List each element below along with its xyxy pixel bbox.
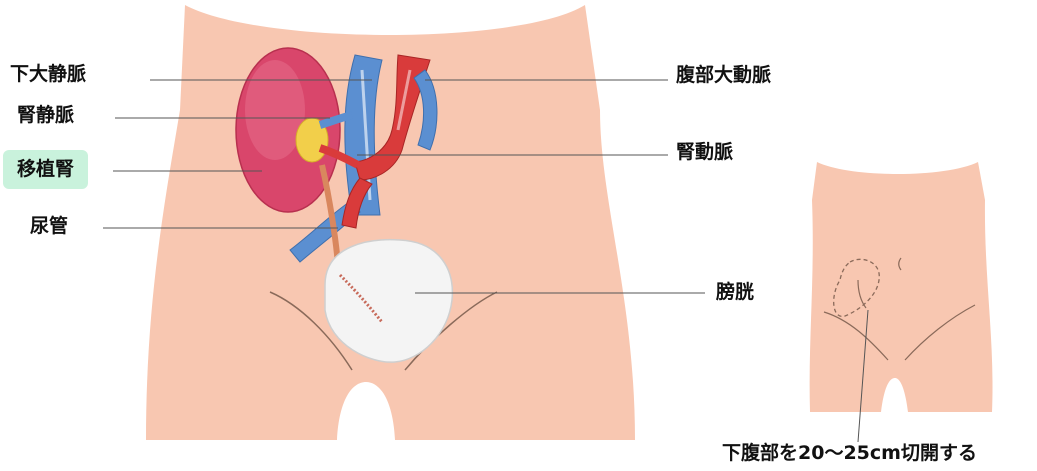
label-bladder: 膀胱 xyxy=(716,283,754,302)
torso-small xyxy=(810,162,993,412)
label-renal-vein: 腎静脈 xyxy=(17,106,74,125)
label-ureter: 尿管 xyxy=(30,217,68,236)
torso-main xyxy=(146,5,635,440)
label-transplant-kidney: 移植腎 xyxy=(3,150,88,189)
label-renal-artery: 腎動脈 xyxy=(676,143,733,162)
label-abdominal-aorta: 腹部大動脈 xyxy=(676,66,771,85)
label-incision: 下腹部を20〜25cm切開する xyxy=(722,444,977,463)
label-inferior-vena-cava: 下大静脈 xyxy=(10,65,86,84)
